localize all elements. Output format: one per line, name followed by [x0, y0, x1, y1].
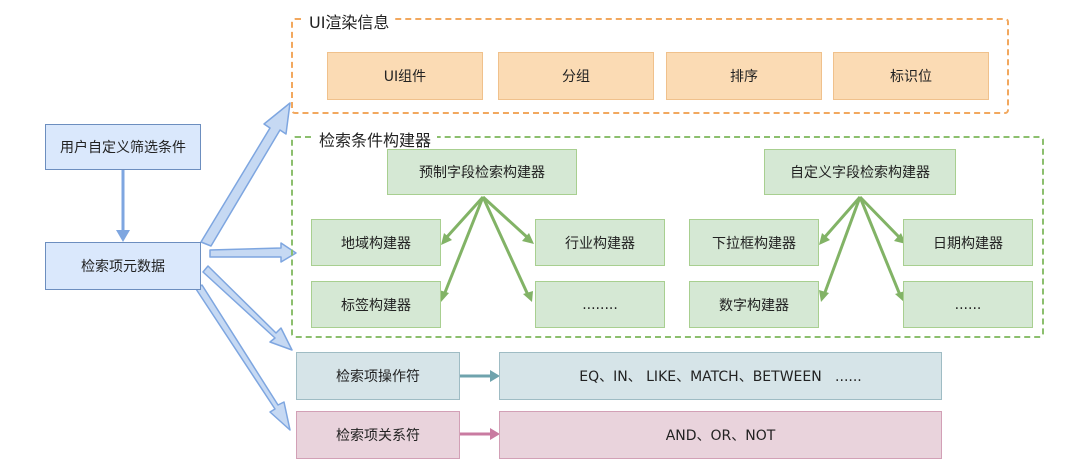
- date-builder-box: 日期构建器: [903, 219, 1033, 266]
- builders-title: 检索条件构建器: [313, 127, 438, 151]
- tag-builder-box: 标签构建器: [311, 281, 441, 328]
- operator-box: 检索项操作符: [296, 352, 460, 400]
- ui-render-group: [291, 18, 1009, 114]
- arrows-preset-children: [439, 195, 534, 302]
- relation-box: 检索项关系符: [296, 411, 460, 459]
- arrow-meta-to-operators: [202, 265, 293, 351]
- operator-values-box: EQ、IN、 LIKE、MATCH、BETWEEN ......: [499, 352, 942, 400]
- custom-builder-box: 自定义字段检索构建器: [764, 149, 956, 195]
- user-filter-box: 用户自定义筛选条件: [45, 124, 201, 170]
- ui-component-box: UI组件: [327, 52, 483, 100]
- arrow-filter-to-meta: [116, 170, 130, 242]
- arrow-relation-to-values: [460, 428, 500, 440]
- item-meta-box: 检索项元数据: [45, 242, 201, 290]
- builders-group: [291, 136, 1044, 338]
- flag-box: 标识位: [833, 52, 989, 100]
- arrow-operator-to-values: [460, 370, 500, 382]
- dropdown-builder-box: 下拉框构建器: [689, 219, 819, 266]
- arrow-meta-to-ui: [200, 102, 291, 247]
- region-builder-box: 地域构建器: [311, 219, 441, 266]
- relation-values-box: AND、OR、NOT: [499, 411, 942, 459]
- ui-render-title: UI渲染信息: [303, 9, 396, 33]
- arrow-meta-to-builders: [209, 242, 297, 263]
- preset-builder-box: 预制字段检索构建器: [387, 149, 577, 195]
- arrow-meta-to-relations: [195, 284, 291, 431]
- preset-more-box: ........: [535, 281, 665, 328]
- sort-box: 排序: [666, 52, 822, 100]
- number-builder-box: 数字构建器: [689, 281, 819, 328]
- custom-more-box: ......: [903, 281, 1033, 328]
- group-box: 分组: [498, 52, 654, 100]
- industry-builder-box: 行业构建器: [535, 219, 665, 266]
